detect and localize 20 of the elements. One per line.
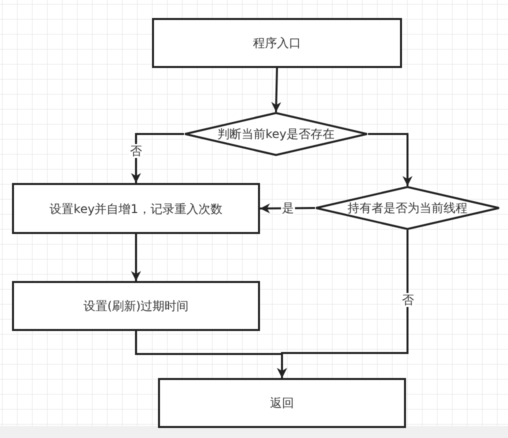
node-label: 持有者是否为当前线程 [348,200,468,217]
node-label: 判断当前key是否存在 [217,126,334,143]
process-box [158,378,406,428]
decision-diamond [184,112,368,156]
arrow [277,230,408,378]
edge-label: 否 [129,144,143,158]
arrow [271,68,282,112]
process-box [12,281,260,331]
edge-label: 否 [401,293,415,307]
decision-diamond [315,186,500,230]
arrow [368,133,412,186]
node-label: 返回 [270,395,294,412]
process-box [152,18,402,68]
node-label: 程序入口 [253,35,301,52]
edge-label: 是 [281,201,295,215]
node-label: 设置key并自增1，记录重入次数 [50,200,222,218]
node-label: 设置(刷新)过期时间 [83,298,189,315]
arrow [131,234,141,281]
process-box [12,183,260,234]
arrow [131,133,184,183]
